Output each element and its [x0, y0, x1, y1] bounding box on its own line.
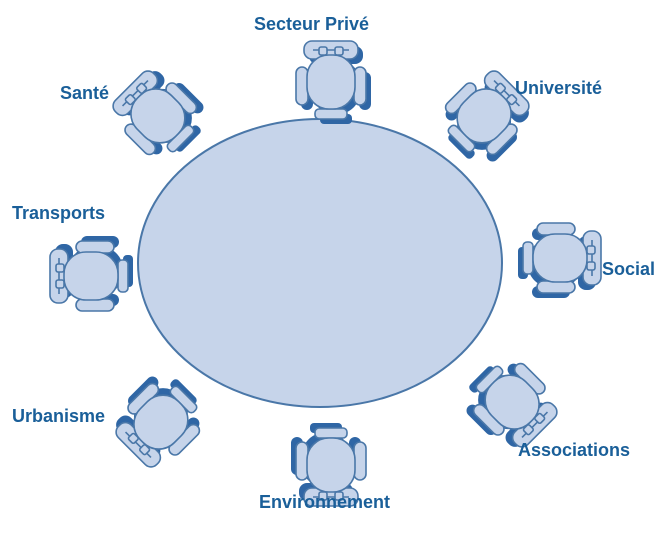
label-social: Social — [602, 259, 656, 279]
chair-urbanisme — [102, 363, 217, 477]
label-urbanisme: Urbanisme — [12, 406, 106, 426]
chair-secteur-prive — [295, 40, 372, 125]
label-transports: Transports — [12, 203, 106, 223]
table — [137, 118, 503, 408]
label-environnement: Environnement — [259, 492, 391, 512]
chair-social — [517, 222, 602, 299]
label-sante: Santé — [60, 83, 110, 103]
label-secteur-prive: Secteur Privé — [254, 14, 370, 34]
chair-transports — [49, 235, 134, 312]
label-associations: Associations — [518, 440, 631, 460]
label-universite: Université — [515, 78, 603, 98]
chair-sante — [103, 57, 217, 172]
